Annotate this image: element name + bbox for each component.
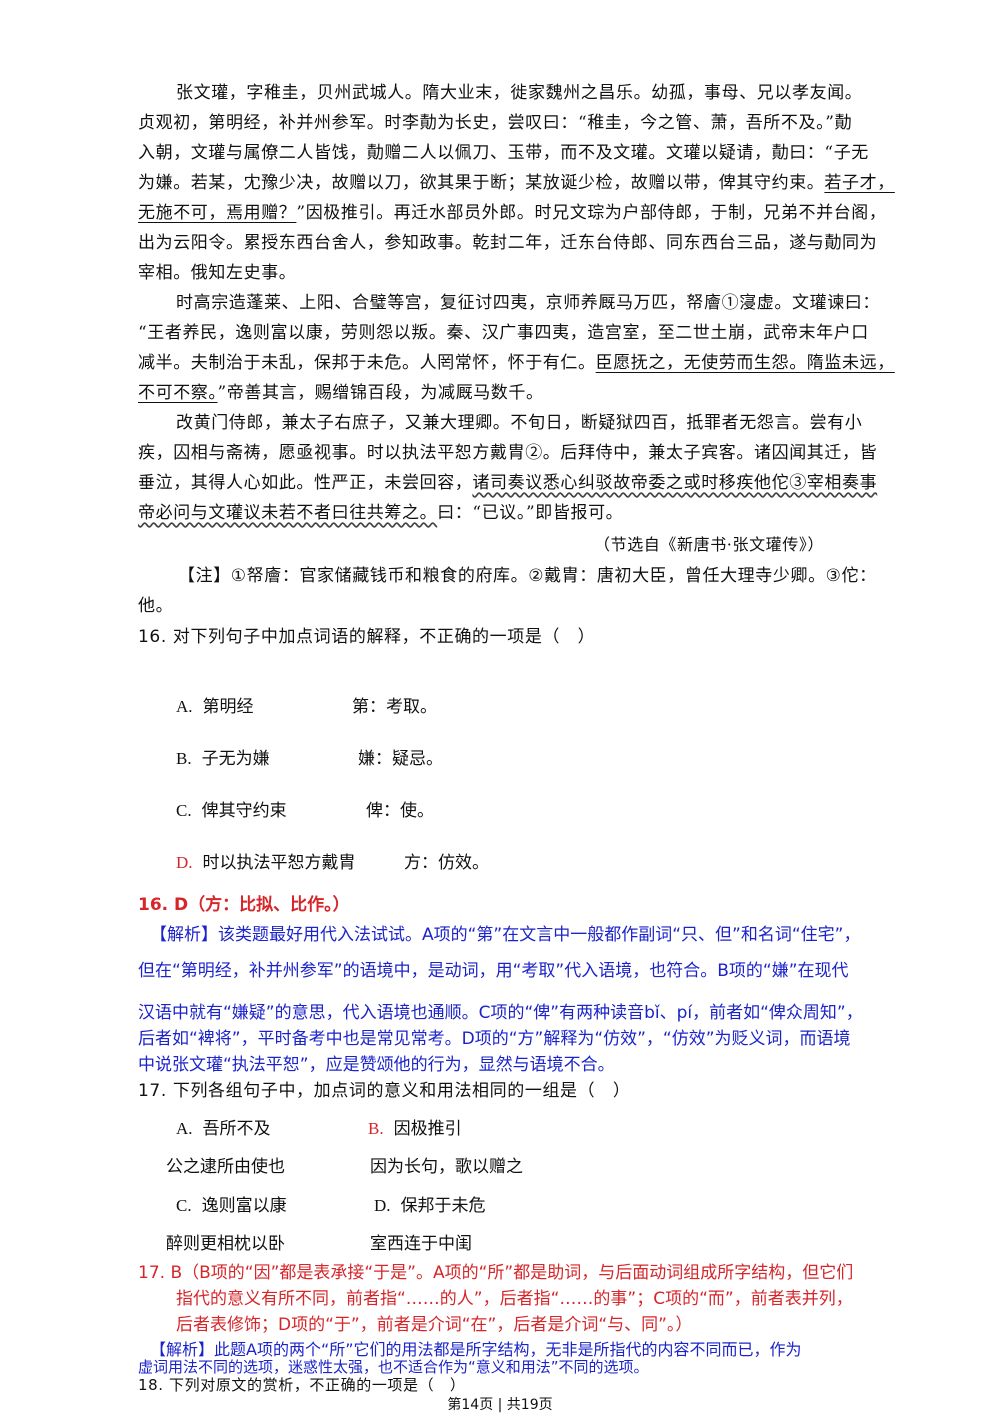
passage-line: 张文瓘，字稚圭，贝州武城人。隋大业末，徙家魏州之昌乐。幼孤，事母、兄以孝友闻。 xyxy=(176,83,863,103)
question-16-stem: 16. 对下列句子中加点词语的解释，不正确的一项是（ ） xyxy=(138,627,596,647)
question-17-stem: 17. 下列各组句子中，加点词的意义和用法相同的一组是（ ） xyxy=(138,1081,631,1101)
passage-text: 减半。夫制治于未乱，保邦于未危。人罔常怀，怀于有仁。 xyxy=(138,353,596,373)
passage-text: 曰：“已议。”即皆报可。 xyxy=(437,503,624,523)
q16-option-c[interactable]: C. 俾其守约束 xyxy=(176,796,287,821)
option-letter: B. xyxy=(176,749,192,768)
passage-text: 垂泣，其得人心如此。性严正，未尝回容， xyxy=(138,473,473,493)
passage-text: ”帝善其言，赐缯锦百段，为减厩马数千。 xyxy=(217,383,544,403)
q16-explanation-line: 【解析】该类题最好用代入法试试。A项的“第”在文言中一般都作副词“只、但”和名词… xyxy=(150,925,861,945)
underlined-sentence: 无施不可，焉用赠？ xyxy=(138,203,297,223)
q16-option-d[interactable]: D. 时以执法平恕方戴胄 xyxy=(176,848,356,873)
wavy-underlined-sentence: 诸司奏议悉心纠驳故帝委之或时移疾他佗③宰相奏事 xyxy=(472,473,878,493)
q16-option-a-gloss: 第：考取。 xyxy=(352,697,437,717)
q17-explanation-line: 【解析】此题A项的两个“所”它们的用法都是所字结构，无非是所指代的内容不同而已，… xyxy=(150,1340,802,1359)
q17-option-b-line2: 因为长句，歌以赠之 xyxy=(370,1157,523,1177)
q17-option-d-line2: 室西连于中闺 xyxy=(370,1234,472,1254)
option-text: 时以执法平恕方戴胄 xyxy=(202,853,356,873)
wavy-underlined-sentence: 帝必问与文瓘议未若不者曰往共筹之。 xyxy=(138,503,438,523)
option-letter: C. xyxy=(176,801,192,820)
q16-explanation-line: 后者如“裨将”，平时备考中也是常见常考。D项的“方”解释为“仿效”，“仿效”为贬… xyxy=(138,1029,851,1049)
option-letter: B. xyxy=(368,1119,384,1138)
passage-line: 出为云阳令。累授东西台舍人，参知政事。乾封二年，迁东台侍郎、同东西台三品，遂与勣… xyxy=(138,233,878,253)
passage-text: ”因极推引。再迁水部员外郎。时兄文琮为户部侍郎，于制，兄弟不并台阁， xyxy=(296,203,887,223)
passage-line: 贞观初，第明经，补并州参军。时李勣为长史，尝叹曰：“稚圭，今之管、萧，吾所不及。… xyxy=(138,113,853,133)
option-text: 子无为嫌 xyxy=(201,749,270,769)
passage-line: 无施不可，焉用赠？”因极推引。再迁水部员外郎。时兄文琮为户部侍郎，于制，兄弟不并… xyxy=(138,198,887,228)
passage-line: “王者养民，逸则富以康，劳则怨以叛。秦、汉广事四夷，造宫室，至二世土崩，武帝末年… xyxy=(138,323,869,343)
underlined-sentence: 臣愿抚之，无使劳而生怨。隋监未远， xyxy=(595,353,895,373)
passage-line: 疾，囚相与斋祷，愿亟视事。时以执法平恕方戴胄②。后拜侍中，兼太子宾客。诸囚闻其迁… xyxy=(138,443,878,463)
q16-option-a[interactable]: A. 第明经 xyxy=(176,692,254,717)
q16-option-b-gloss: 嫌：疑忌。 xyxy=(358,749,443,769)
option-letter: D. xyxy=(176,853,193,872)
q16-explanation-line: 但在“第明经，补并州参军”的语境中，是动词，用“考取”代入语境，也符合。B项的“… xyxy=(138,961,849,981)
passage-line: 为嫌。若某，冘豫少决，故赠以刀，欲其果于断；某放诞少检，故赠以带，俾其守约束。若… xyxy=(138,168,895,198)
option-text: 保邦于未危 xyxy=(400,1196,486,1216)
passage-line: 宰相。俄知左史事。 xyxy=(138,263,297,283)
note-line: 【注】①帑廥：官家储藏钱币和粮食的府库。②戴胄：唐初大臣，曾任大理寺少卿。③佗： xyxy=(178,566,877,586)
q16-option-d-gloss: 方：仿效。 xyxy=(404,853,489,873)
q16-explanation-line: 汉语中就有“嫌疑”的意思，代入语境也通顺。C项的“俾”有两种读音bǐ、pí，前者… xyxy=(138,1003,863,1023)
underlined-sentence: 若子才， xyxy=(824,173,895,193)
passage-line: 垂泣，其得人心如此。性严正，未尝回容，诸司奏议悉心纠驳故帝委之或时移疾他佗③宰相… xyxy=(138,468,877,498)
q17-option-c[interactable]: C. 逸则富以康 xyxy=(176,1191,287,1216)
passage-text: 为嫌。若某，冘豫少决，故赠以刀，欲其果于断；某放诞少检，故赠以带，俾其守约束。 xyxy=(138,173,825,193)
q17-option-d[interactable]: D. 保邦于未危 xyxy=(374,1191,486,1216)
q17-option-a[interactable]: A. 吾所不及 xyxy=(176,1114,271,1139)
q17-option-c-line2: 醉则更相枕以卧 xyxy=(166,1234,285,1254)
q17-answer-line: 后者表修饰；D项的“于”，前者是介词“在”，后者是介词“与、同”。） xyxy=(176,1315,693,1335)
q16-option-b[interactable]: B. 子无为嫌 xyxy=(176,744,270,769)
q17-explanation-line: 虚词用法不同的选项，迷惑性太强，也不适合作为“意义和用法”不同的选项。 xyxy=(138,1358,649,1376)
q17-option-a-line2: 公之逮所由使也 xyxy=(166,1157,285,1177)
passage-line: 不可不察。”帝善其言，赐缯锦百段，为减厩马数千。 xyxy=(138,378,544,408)
passage-line: 入朝，文瓘与属僚二人皆饯，勣赠二人以佩刀、玉带，而不及文瓘。文瓘以疑请，勣曰：“… xyxy=(138,143,869,163)
option-text: 第明经 xyxy=(202,697,254,717)
note-line: 他。 xyxy=(138,596,174,616)
option-text: 逸则富以康 xyxy=(201,1196,287,1216)
q17-answer-line: 17. B（B项的“因”都是表承接“于是”。A项的“所”都是助词，与后面动词组成… xyxy=(138,1263,854,1283)
q17-option-b[interactable]: B. 因极推引 xyxy=(368,1114,462,1139)
passage-source: （节选自《新唐书·张文瓘传》） xyxy=(594,535,825,554)
passage-line: 帝必问与文瓘议未若不者曰往共筹之。曰：“已议。”即皆报可。 xyxy=(138,498,623,528)
passage-line: 时高宗造蓬莱、上阳、合璧等宫，复征讨四夷，京师养厩马万匹，帑廥①寖虚。文瓘谏曰： xyxy=(176,293,880,313)
option-letter: A. xyxy=(176,1119,193,1138)
passage-line: 减半。夫制治于未乱，保邦于未危。人罔常怀，怀于有仁。臣愿抚之，无使劳而生怨。隋监… xyxy=(138,348,895,378)
option-letter: C. xyxy=(176,1196,192,1215)
page-footer: 第14页 | 共19页 xyxy=(447,1397,553,1413)
option-letter: D. xyxy=(374,1196,391,1215)
q16-option-c-gloss: 俾：使。 xyxy=(366,801,434,821)
option-text: 因极推引 xyxy=(393,1119,462,1139)
q16-answer: 16. D（方：比拟、比作。） xyxy=(138,895,350,915)
q17-answer-line: 指代的意义有所不同，前者指“……的人”，后者指“……的事”；C项的“而”，前者表… xyxy=(176,1289,853,1309)
option-text: 俾其守约束 xyxy=(201,801,287,821)
q16-explanation-line: 中说张文瓘“执法平恕”，应是赞颂他的行为，显然与语境不合。 xyxy=(138,1055,615,1075)
question-18-stem: 18. 下列对原文的赏析，不正确的一项是（ ） xyxy=(138,1376,466,1394)
option-letter: A. xyxy=(176,697,193,716)
option-text: 吾所不及 xyxy=(202,1119,271,1139)
passage-line: 改黄门侍郎，兼太子右庶子，又兼大理卿。不旬日，断疑狱四百，抵罪者无怨言。尝有小 xyxy=(176,413,863,433)
underlined-sentence: 不可不察。 xyxy=(138,383,218,403)
